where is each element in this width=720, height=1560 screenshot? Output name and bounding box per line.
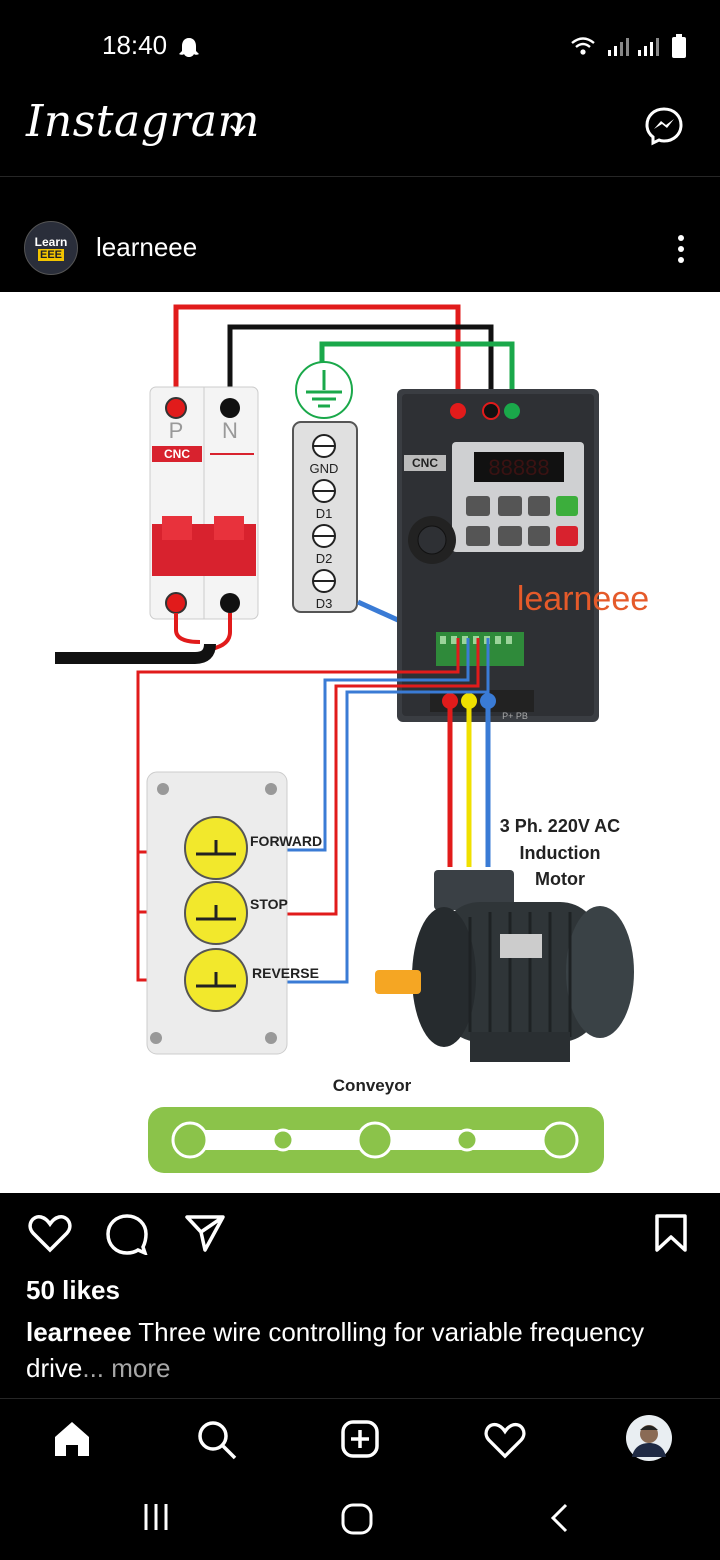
battery-icon (672, 34, 686, 58)
search-icon[interactable] (196, 1419, 238, 1461)
post-actions (0, 1193, 720, 1273)
breaker-label-p: P (169, 418, 184, 443)
chevron-down-icon[interactable] (228, 120, 248, 140)
post-caption: learneee Three wire controlling for vari… (26, 1314, 686, 1386)
activity-icon[interactable] (484, 1421, 526, 1459)
heart-icon[interactable] (28, 1213, 72, 1253)
push-button-station: FORWARD STOP REVERSE (146, 771, 322, 1055)
button-label-reverse: REVERSE (252, 965, 319, 981)
induction-motor (375, 870, 634, 1062)
signal-icon (608, 38, 659, 56)
breaker-label-n: N (222, 418, 238, 443)
motor-label-line2: Induction (520, 843, 601, 863)
back-icon[interactable] (548, 1502, 570, 1534)
conveyor-label: Conveyor (333, 1076, 412, 1095)
vfd-terminal-text: P+ PB (502, 711, 528, 721)
post-avatar[interactable]: Learn EEE (24, 221, 78, 275)
status-icons (570, 34, 686, 58)
terminal-d2: D2 (316, 551, 333, 566)
avatar-text-bottom: EEE (37, 248, 64, 261)
terminal-gnd: GND (310, 461, 339, 476)
caption-more[interactable]: ... more (82, 1353, 171, 1383)
status-time: 18:40 (102, 30, 168, 60)
recents-icon[interactable] (142, 1502, 170, 1532)
more-vertical-icon[interactable] (676, 234, 686, 264)
ghost-icon (179, 38, 199, 57)
motor-label-line1: 3 Ph. 220V AC (500, 816, 620, 836)
home-circle-icon[interactable] (340, 1502, 374, 1536)
terminal-block: GND D1 D2 D3 (292, 421, 358, 613)
home-icon[interactable] (52, 1419, 92, 1459)
post-image[interactable]: CNC P N GND D1 D2 D3 CNC 88888 (0, 292, 720, 1193)
send-icon[interactable] (184, 1213, 226, 1253)
conveyor-belt (148, 1107, 604, 1173)
watermark: learneee (517, 580, 649, 618)
motor-label-line3: Motor (535, 869, 585, 889)
button-label-forward: FORWARD (250, 833, 322, 849)
instagram-logo[interactable]: Instagram (26, 96, 260, 147)
terminal-d3: D3 (316, 596, 333, 611)
circuit-breaker: CNC P N (149, 386, 259, 620)
caption-text: Three wire controlling for variable freq… (26, 1317, 645, 1383)
profile-avatar[interactable] (624, 1413, 674, 1463)
bookmark-icon[interactable] (654, 1213, 688, 1253)
likes-count[interactable]: 50 likes (26, 1275, 120, 1305)
add-icon[interactable] (340, 1419, 380, 1459)
vfd-display: 88888 (488, 455, 549, 480)
app-header (0, 92, 720, 177)
system-nav (0, 1482, 720, 1560)
ground-symbol (295, 361, 353, 419)
avatar-text-top: Learn (34, 234, 68, 249)
comment-icon[interactable] (105, 1213, 149, 1255)
vfd-brand: CNC (412, 456, 438, 470)
caption-username[interactable]: learneee (26, 1317, 132, 1347)
terminal-d1: D1 (316, 506, 333, 521)
messenger-icon[interactable] (644, 106, 684, 146)
post-username[interactable]: learneee (96, 232, 198, 262)
breaker-brand: CNC (164, 447, 190, 461)
vfd-unit: CNC 88888 P+ PB (397, 389, 599, 722)
button-label-stop: STOP (250, 896, 288, 912)
bottom-nav (0, 1398, 720, 1483)
wifi-icon (571, 37, 595, 55)
